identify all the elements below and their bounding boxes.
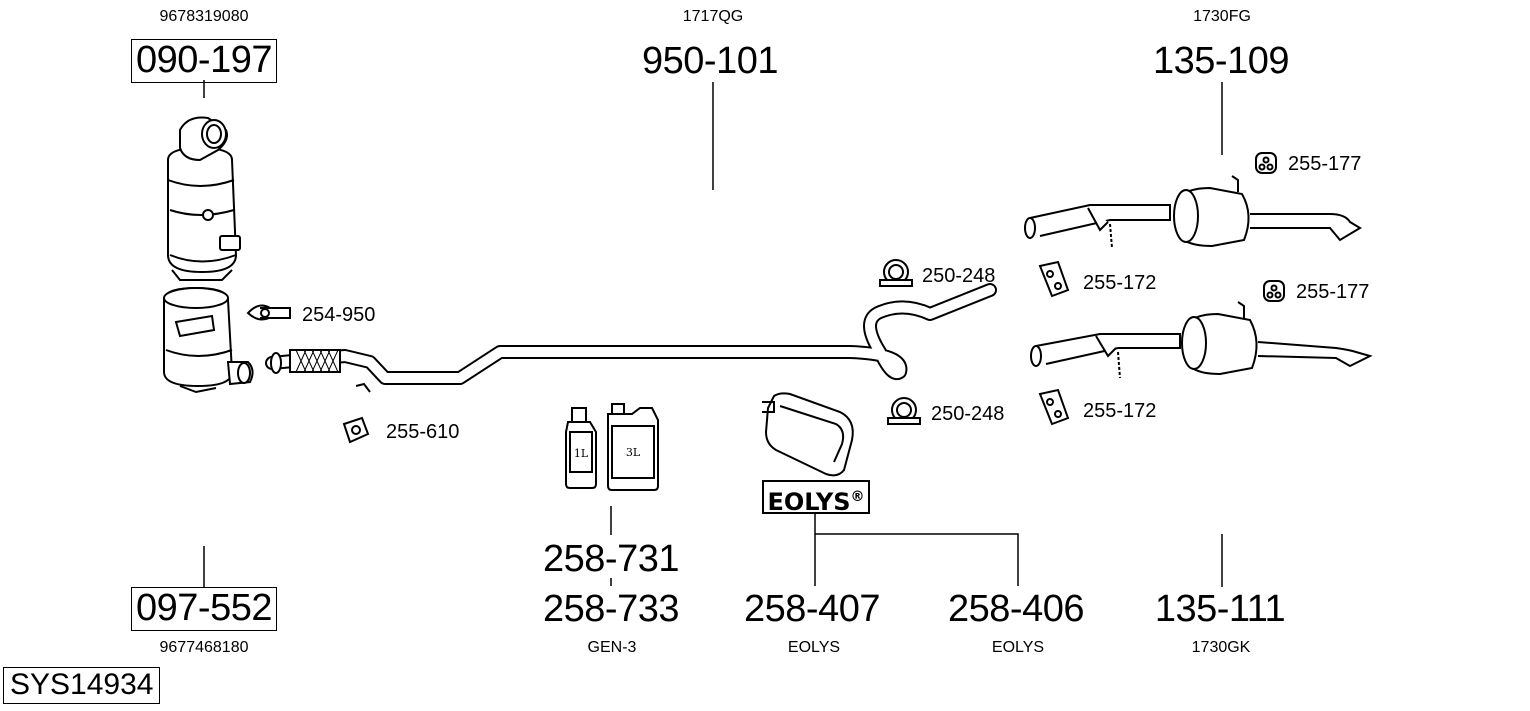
eolys-logo: EOLYS®: [762, 480, 870, 516]
svg-text:3L: 3L: [626, 446, 641, 459]
rubber-mount-255-610-icon: [342, 416, 370, 444]
mount-255-177-b-icon: [1263, 280, 1285, 302]
eolys-logo-text: EOLYS: [767, 488, 851, 516]
clamp-250-248-b-icon: [887, 397, 921, 425]
leader-lines: [203, 80, 1223, 587]
part-950-101[interactable]: 950-101: [642, 40, 778, 82]
part-135-109[interactable]: 135-109: [1153, 40, 1289, 82]
label-255-177-b[interactable]: 255-177: [1296, 281, 1370, 303]
label-255-172-b[interactable]: 255-172: [1083, 400, 1157, 422]
dpf-catalyst-upper: [167, 116, 241, 281]
label-255-172-a[interactable]: 255-172: [1083, 272, 1157, 294]
mount-255-177-a-icon: [1255, 152, 1277, 174]
part-258-731[interactable]: 258-731: [543, 538, 679, 580]
label-250-248-a[interactable]: 250-248: [922, 265, 996, 287]
rear-silencer-upper: [1024, 175, 1362, 249]
fluid-canister-3l-icon: 3L: [607, 403, 659, 491]
clamp-254-950-icon: [246, 304, 291, 321]
part-258-406[interactable]: 258-406: [948, 588, 1084, 630]
part-258-407[interactable]: 258-407: [744, 588, 880, 630]
intermediate-pipe: [265, 283, 997, 393]
mount-255-172-b-icon: [1038, 388, 1070, 426]
ref-1730gk: 1730GK: [1191, 639, 1251, 656]
ref-9678319080: 9678319080: [159, 8, 249, 25]
label-255-610[interactable]: 255-610: [386, 421, 460, 443]
rear-silencer-lower: [1030, 301, 1373, 379]
label-255-177-a[interactable]: 255-177: [1288, 153, 1362, 175]
ref-1717qg: 1717QG: [682, 8, 744, 25]
part-097-552[interactable]: 097-552: [131, 587, 277, 631]
label-250-248-b[interactable]: 250-248: [931, 403, 1005, 425]
ref-eolys-407: EOLYS: [787, 639, 841, 656]
ref-1730fg: 1730FG: [1193, 8, 1251, 25]
dpf-lower-part: [163, 286, 254, 394]
ref-eolys-406: EOLYS: [991, 639, 1045, 656]
svg-text:1L: 1L: [574, 447, 589, 460]
label-254-950[interactable]: 254-950: [302, 304, 376, 326]
mount-255-172-a-icon: [1038, 260, 1070, 298]
part-090-197[interactable]: 090-197: [131, 39, 277, 83]
clamp-250-248-a-icon: [879, 259, 913, 287]
diagram-id: SYS14934: [3, 667, 161, 704]
ref-9677468180: 9677468180: [159, 639, 249, 656]
fluid-bottle-1l-icon: 1L: [565, 407, 597, 489]
part-135-111[interactable]: 135-111: [1154, 588, 1286, 630]
part-258-733[interactable]: 258-733: [543, 588, 679, 630]
additive-tank-icon: [762, 392, 854, 477]
registered-mark: ®: [850, 489, 865, 505]
ref-gen-3: GEN-3: [587, 639, 637, 656]
